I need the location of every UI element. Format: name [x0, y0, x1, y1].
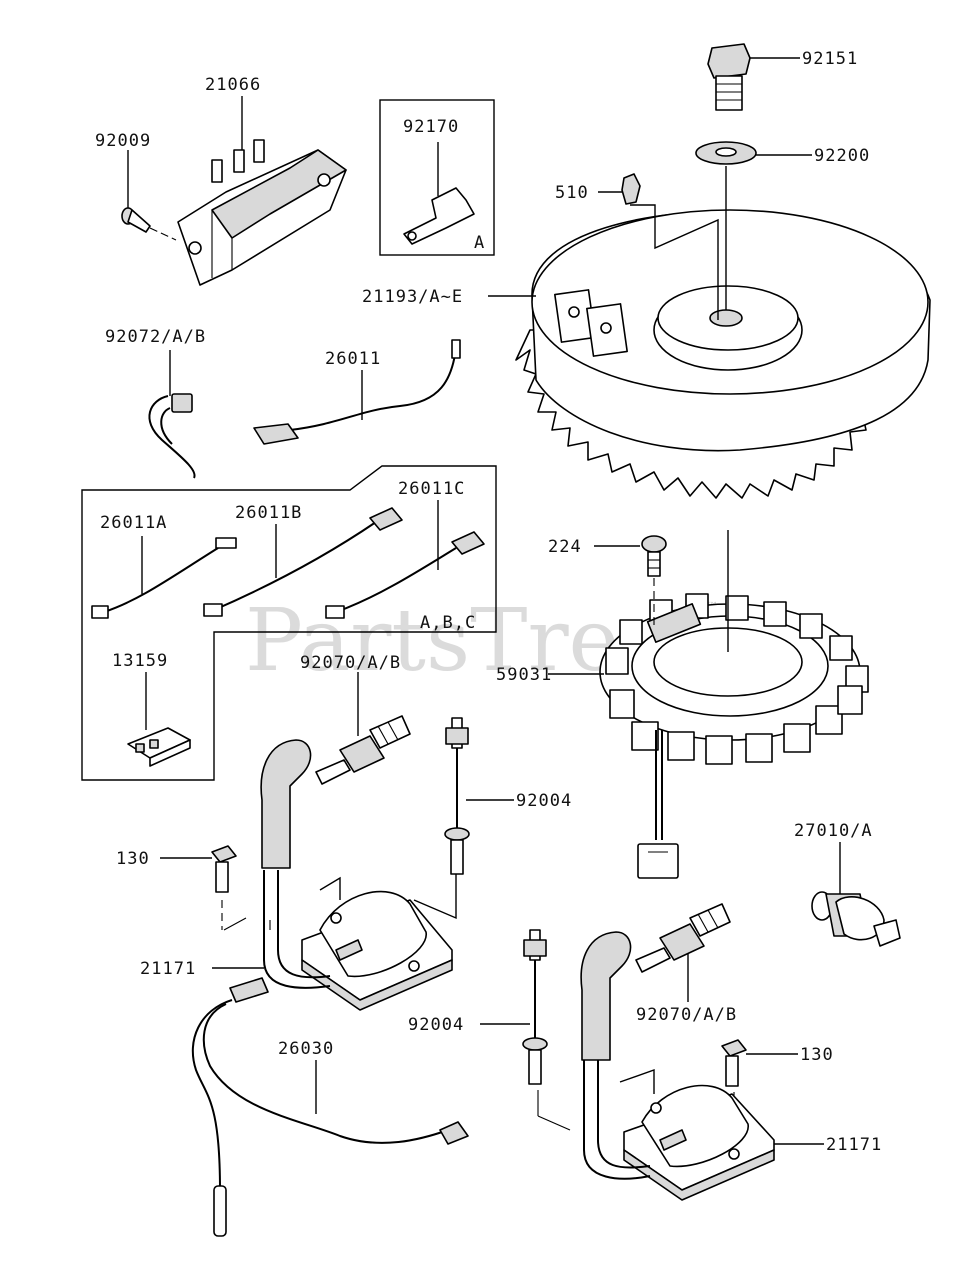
label-92009: 92009: [95, 131, 151, 151]
label-box-a: A: [474, 233, 485, 253]
label-21066: 21066: [205, 75, 261, 95]
label-92070-lower: 92070/A/B: [636, 1005, 737, 1025]
label-abc: A,B,C: [420, 613, 476, 633]
label-92004-upper: 92004: [516, 791, 572, 811]
label-26011b: 26011B: [235, 503, 302, 523]
screw-130-upper[interactable]: [211, 845, 237, 893]
flywheel-21193[interactable]: [515, 209, 931, 499]
connector-13159[interactable]: [127, 727, 191, 767]
label-13159: 13159: [112, 651, 168, 671]
screw-224[interactable]: [641, 535, 667, 577]
lead-wire-26011b[interactable]: [203, 507, 403, 617]
screw-92009[interactable]: [121, 207, 151, 233]
lead-wire-26011c[interactable]: [325, 531, 485, 619]
lead-wire-26011[interactable]: [253, 339, 461, 445]
spark-plug-92070-upper[interactable]: [315, 715, 411, 785]
label-92200: 92200: [814, 146, 870, 166]
inset-box-a: [379, 99, 495, 256]
lead-harness-26030[interactable]: [191, 977, 469, 1237]
label-21171-upper: 21171: [140, 959, 196, 979]
label-59031: 59031: [496, 665, 552, 685]
label-92004-lower: 92004: [408, 1015, 464, 1035]
label-21193: 21193/A~E: [362, 287, 463, 307]
stud-92004-upper[interactable]: [444, 717, 470, 875]
bolt-92151[interactable]: [707, 43, 751, 111]
label-21171-lower: 21171: [826, 1135, 882, 1155]
ignition-coil-21171-upper[interactable]: [260, 739, 453, 1011]
label-26011c: 26011C: [398, 479, 465, 499]
label-92170: 92170: [403, 117, 459, 137]
clamp-92170[interactable]: [403, 187, 475, 245]
inset-box-leads: [81, 465, 497, 781]
lead-wire-26011a[interactable]: [91, 537, 237, 619]
screw-130-lower[interactable]: [721, 1039, 747, 1087]
label-224: 224: [548, 537, 582, 557]
label-26011a: 26011A: [100, 513, 167, 533]
spark-plug-92070-lower[interactable]: [635, 903, 731, 973]
label-510: 510: [555, 183, 589, 203]
oil-switch-27010[interactable]: [811, 891, 901, 947]
label-92072: 92072/A/B: [105, 327, 206, 347]
label-27010: 27010/A: [794, 821, 873, 841]
key-510[interactable]: [621, 173, 641, 205]
label-130-lower: 130: [800, 1045, 834, 1065]
label-26030: 26030: [278, 1039, 334, 1059]
label-26011: 26011: [325, 349, 381, 369]
label-92070-upper: 92070/A/B: [300, 653, 401, 673]
regulator-21066[interactable]: [177, 139, 347, 286]
ignition-coil-21171-lower[interactable]: [580, 931, 775, 1201]
washer-92200[interactable]: [695, 141, 757, 165]
label-130-upper: 130: [116, 849, 150, 869]
label-92151: 92151: [802, 49, 858, 69]
clip-92072[interactable]: [148, 393, 196, 479]
stator-59031[interactable]: [599, 593, 869, 879]
stud-92004-lower[interactable]: [522, 929, 548, 1085]
